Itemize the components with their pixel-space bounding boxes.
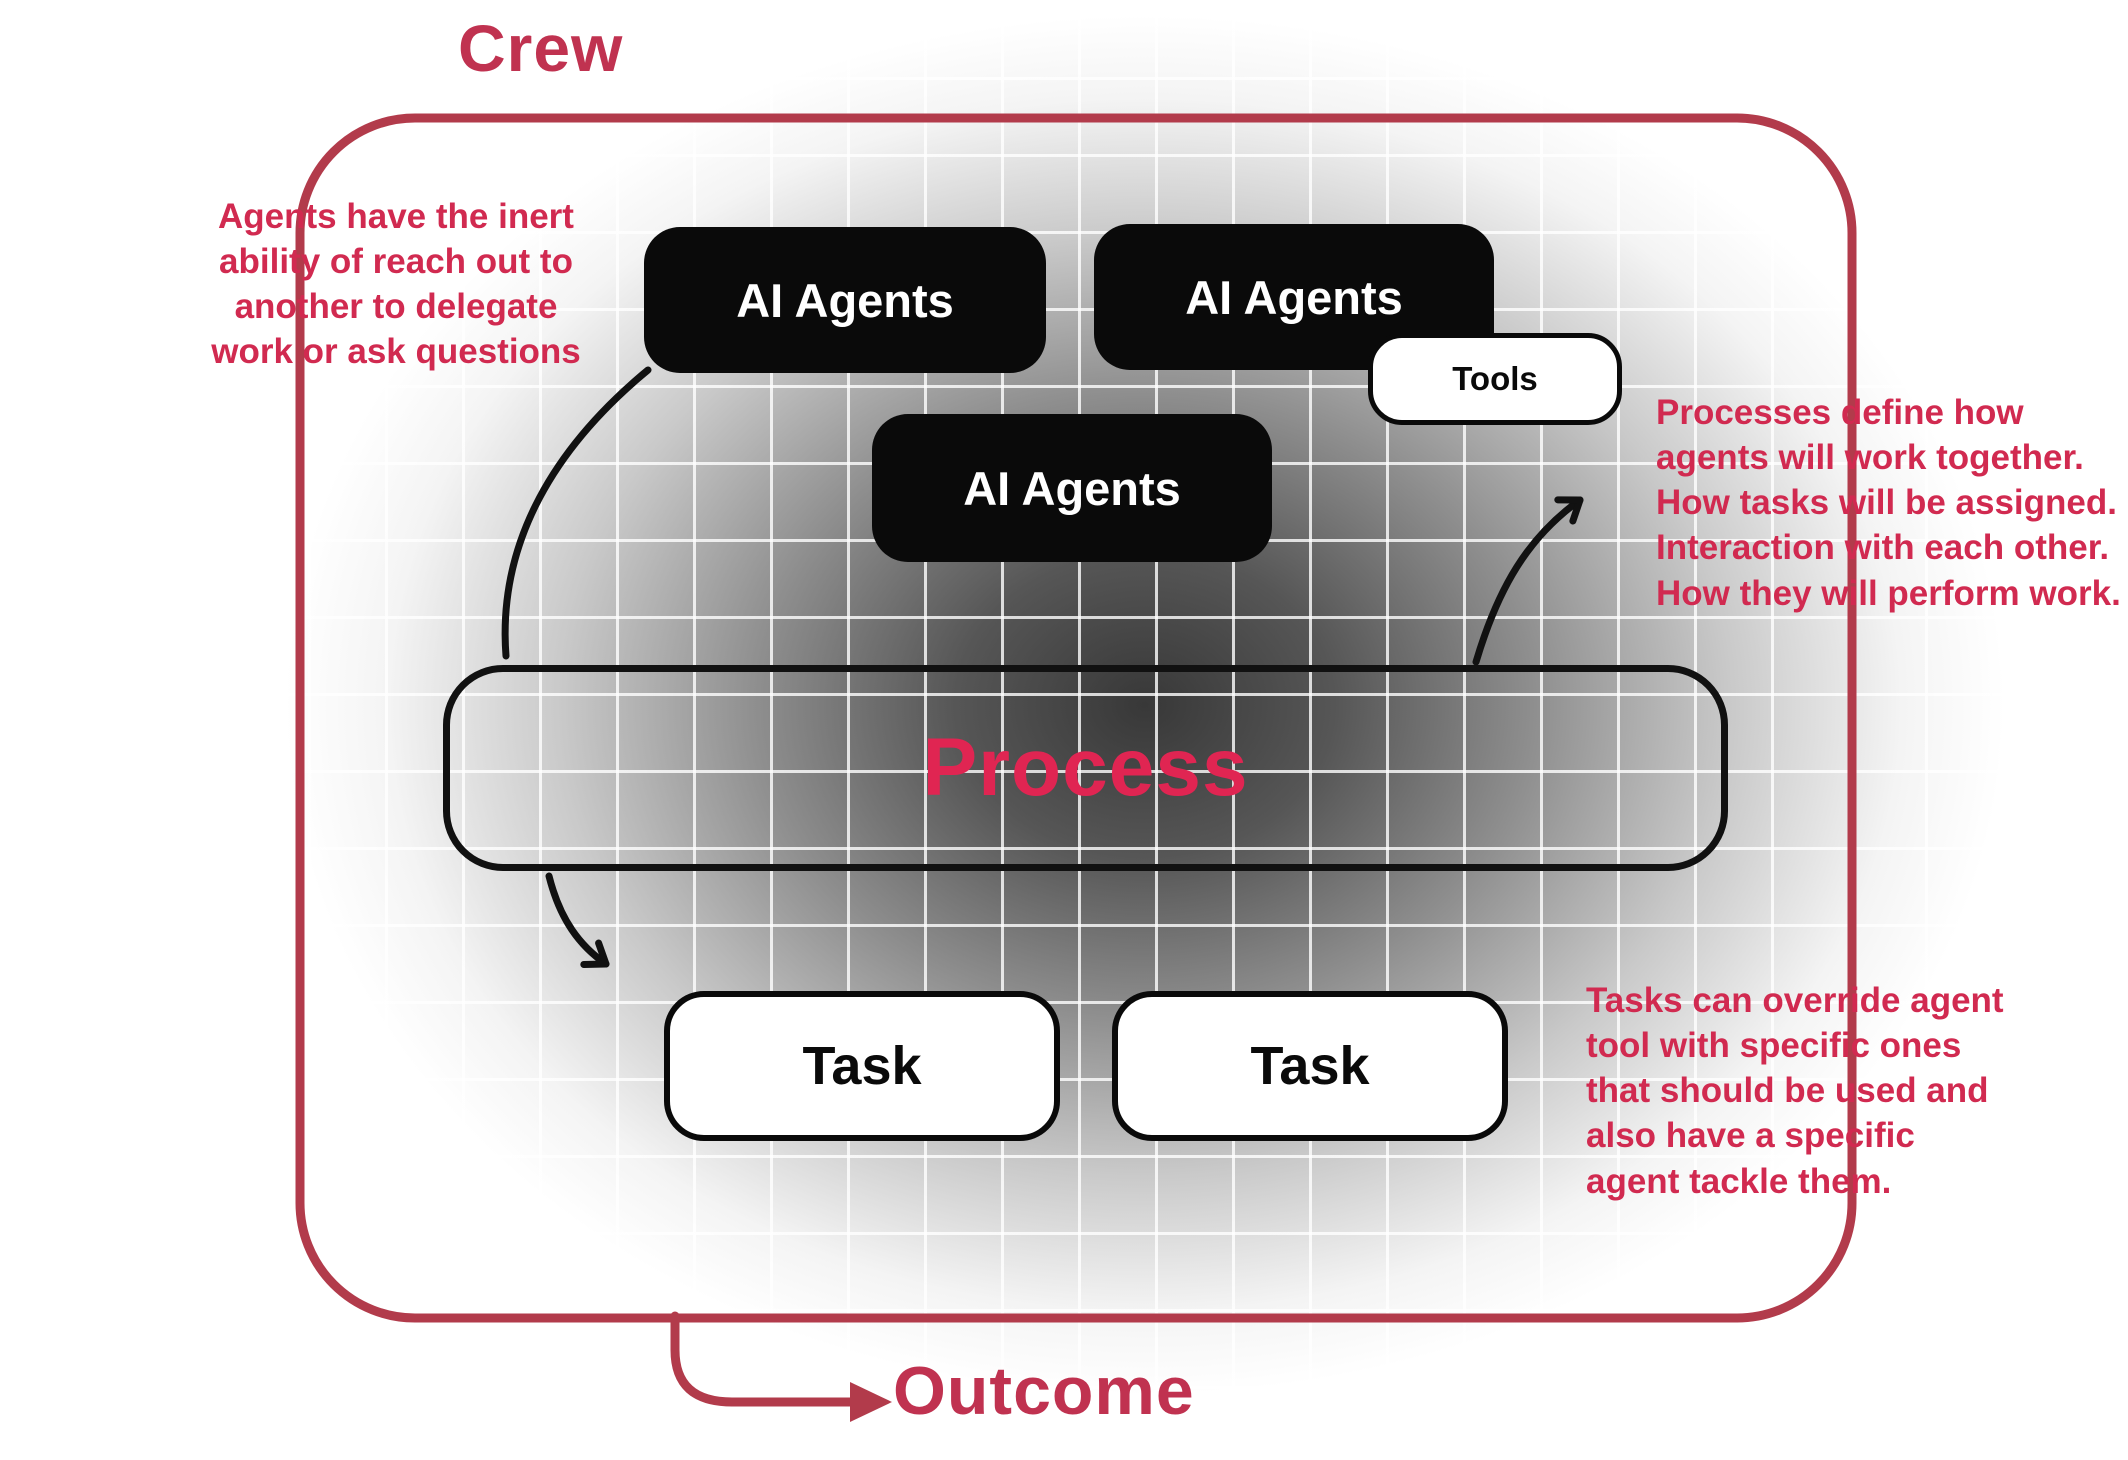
task-label: Task — [1250, 1036, 1370, 1096]
ai-agents-label: AI Agents — [1185, 270, 1403, 324]
process-box: Process — [443, 665, 1728, 871]
annotation-line: Tasks can override agent — [1586, 981, 2004, 1020]
process-to-annotation-arrow — [1472, 496, 1584, 666]
crew-label: Crew — [458, 11, 624, 85]
ai-agents-box-1: AI Agents — [644, 227, 1046, 373]
annotation-line: that should be used and — [1586, 1071, 1989, 1111]
task-box-2: Task — [1112, 991, 1508, 1141]
annotation-line: Interaction with each other. — [1656, 528, 2110, 568]
tools-box: Tools — [1368, 333, 1622, 425]
annotation-tasks: Tasks can override agent tool with speci… — [1586, 978, 2036, 1204]
annotation-line: ability of reach out to — [219, 242, 573, 282]
annotation-delegation: Agents have the inert ability of reach o… — [178, 194, 614, 375]
annotation-line: work or ask questions — [211, 332, 581, 372]
annotation-line: agent tackle them. — [1586, 1161, 1892, 1201]
annotation-line: How tasks will be assigned. — [1656, 483, 2117, 523]
tools-label: Tools — [1452, 360, 1538, 397]
outcome-label: Outcome — [893, 1353, 1195, 1429]
task-box-1: Task — [664, 991, 1060, 1141]
process-label: Process — [922, 722, 1249, 813]
annotation-line: Processes define how — [1656, 393, 2024, 432]
ai-agents-label: AI Agents — [736, 273, 954, 327]
annotation-line: tool with specific ones — [1586, 1026, 1962, 1066]
annotation-line: another to delegate — [234, 287, 558, 327]
annotation-line: How they will perform work. — [1656, 573, 2121, 613]
ai-agents-label: AI Agents — [963, 461, 1181, 515]
annotation-line: agents will work together. — [1656, 438, 2084, 478]
annotation-line: Agents have the inert — [218, 197, 574, 236]
agent-to-process-arrow — [501, 366, 652, 660]
annotation-processes: Processes define how agents will work to… — [1656, 390, 2128, 616]
ai-agents-box-3: AI Agents — [872, 414, 1272, 562]
outcome-arrowhead — [850, 1382, 892, 1422]
crew-boundary — [295, 113, 1857, 1323]
annotation-line: also have a specific — [1586, 1116, 1915, 1156]
process-to-task-arrow — [545, 872, 610, 968]
task-label: Task — [802, 1036, 922, 1096]
outcome-arrow-line — [670, 1311, 855, 1407]
